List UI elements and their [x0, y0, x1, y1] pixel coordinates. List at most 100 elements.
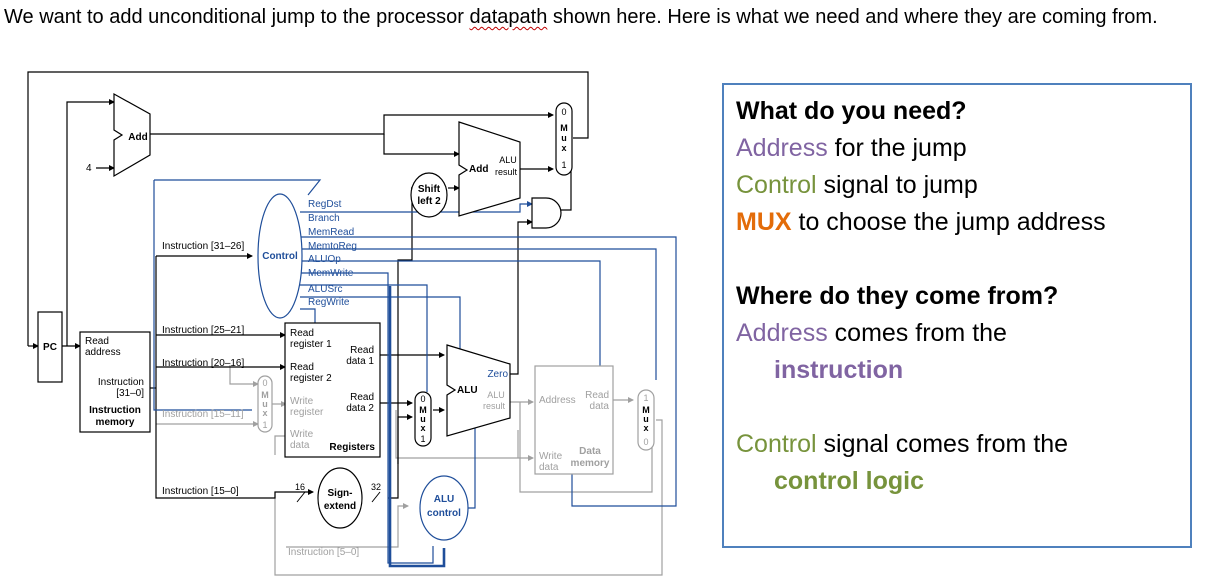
control-signal-labels: RegDst Branch MemRead MemtoReg ALUOp Mem…: [308, 199, 357, 308]
field-15-0: Instruction [15–0]: [162, 486, 239, 497]
need-address-rest: for the jump: [827, 134, 967, 162]
source-address-rest: comes from the: [827, 319, 1007, 347]
pc-mux-m: M: [560, 123, 568, 133]
need-address: Address for the jump: [736, 130, 1178, 167]
regdst-mux-one: 1: [262, 420, 267, 430]
alu-result-1: ALU: [487, 390, 505, 400]
pc-mux-zero: 0: [561, 107, 566, 117]
alu-op-wire: [388, 286, 446, 568]
alusrc-mux-one: 1: [420, 434, 425, 444]
spacer: [736, 389, 1178, 426]
dm-title-1: Data: [579, 446, 601, 457]
shift-label-2: left 2: [417, 196, 441, 207]
signal-regdst: RegDst: [308, 199, 342, 210]
memtoreg-mux: [637, 389, 655, 451]
sign-extend-2: extend: [324, 501, 356, 512]
dm-write-data-2: data: [539, 462, 559, 473]
memtoreg-mux-x: x: [643, 423, 648, 433]
bits-out-32: 32: [371, 482, 381, 492]
pc-register: [37, 311, 63, 383]
alu-control-2: control: [427, 508, 461, 519]
info-box: What do you need? Address for the jump C…: [722, 83, 1192, 548]
field-15-11: Instruction [15–11]: [162, 409, 244, 420]
register-file: [284, 322, 381, 458]
rf-read-reg1-1: Read: [290, 328, 314, 339]
im-read-address-2: address: [85, 347, 121, 358]
bits-in-16: 16: [295, 482, 305, 492]
instruction-memory: [79, 331, 151, 433]
spacer: [736, 241, 1178, 278]
rf-write-reg-1: Write: [290, 396, 314, 407]
intro-text: We want to add unconditional jump to the…: [4, 4, 1204, 30]
pc-mux-u: u: [561, 133, 567, 143]
control-label: Control: [262, 251, 298, 262]
alu-control: [419, 475, 469, 541]
alusrc-mux-m: M: [419, 405, 427, 415]
source-control-key: Control: [736, 430, 817, 458]
need-address-key: Address: [736, 134, 828, 162]
rf-write-data-2: data: [290, 440, 310, 451]
im-title-2: memory: [96, 417, 135, 428]
control-unit: [257, 193, 303, 319]
rf-read-data2-1: Read: [350, 392, 374, 403]
bus-slash-out: [371, 491, 381, 503]
need-control-rest: signal to jump: [816, 171, 978, 199]
regdst-mux-u: u: [262, 399, 268, 409]
regdst-mux-zero: 0: [262, 378, 267, 388]
field-25-21: Instruction [25–21]: [162, 325, 244, 336]
pc-mux-x: x: [561, 143, 566, 153]
im-instruction-1: Instruction: [98, 377, 144, 388]
memtoreg-mux-m: M: [642, 405, 650, 415]
memtoreg-mux-u: u: [643, 414, 649, 424]
field-5-0: Instruction [5–0]: [288, 547, 359, 558]
pc-label: PC: [43, 342, 57, 353]
pc-adder: [113, 92, 151, 178]
signal-alusrc: ALUSrc: [308, 284, 342, 295]
alu-control-1: ALU: [434, 494, 455, 505]
need-control-key: Control: [736, 171, 817, 199]
pc-mux-one: 1: [561, 160, 566, 170]
alu-result-2: result: [483, 401, 506, 411]
main-alu: [446, 344, 511, 437]
sign-extend-1: Sign-: [328, 488, 353, 499]
source-heading: Where do they come from?: [736, 282, 1059, 310]
signal-memread: MemRead: [308, 227, 354, 238]
rf-read-reg2-1: Read: [290, 362, 314, 373]
need-control: Control signal to jump: [736, 167, 1178, 204]
shift-label-1: Shift: [418, 184, 441, 195]
rf-write-data-1: Write: [290, 429, 314, 440]
im-title-1: Instruction: [89, 405, 141, 416]
bus-slash-in: [296, 491, 306, 503]
need-heading: What do you need?: [736, 97, 967, 125]
sign-extend: [317, 467, 363, 529]
alu-label: ALU: [457, 385, 478, 396]
rf-read-data2-2: data 2: [346, 403, 374, 414]
rf-read-data1-1: Read: [350, 345, 374, 356]
memtoreg-mux-one: 1: [643, 393, 648, 403]
rf-write-reg-2: register: [290, 407, 324, 418]
branch-adder-label: Add: [469, 164, 488, 175]
alusrc-mux-u: u: [420, 414, 426, 424]
im-read-address-1: Read: [85, 336, 109, 347]
signal-branch: Branch: [308, 213, 340, 224]
dm-title-2: memory: [571, 458, 610, 469]
branch-adder: [458, 121, 521, 217]
intro-part1: We want to add unconditional jump to the…: [4, 6, 470, 28]
regdst-mux: [257, 375, 273, 433]
pc-mux: [555, 102, 573, 176]
black-wires: [27, 71, 589, 499]
im-instruction-2: [31–0]: [116, 388, 144, 399]
rf-title: Registers: [329, 442, 375, 453]
signal-memtoreg: MemtoReg: [308, 241, 357, 252]
dm-read-data-1: Read: [585, 390, 609, 401]
alu-zero-label: Zero: [487, 369, 508, 380]
dm-write-data-1: Write: [539, 451, 563, 462]
alusrc-mux-zero: 0: [420, 394, 425, 404]
source-control-rest: signal comes from the: [816, 430, 1069, 458]
alusrc-mux-x: x: [420, 423, 425, 433]
source-address: Address comes from the: [736, 315, 1178, 352]
data-memory: [534, 365, 614, 475]
regdst-mux-m: M: [261, 390, 269, 400]
source-control-origin: control logic: [774, 467, 924, 495]
gray-wires: [156, 365, 663, 576]
